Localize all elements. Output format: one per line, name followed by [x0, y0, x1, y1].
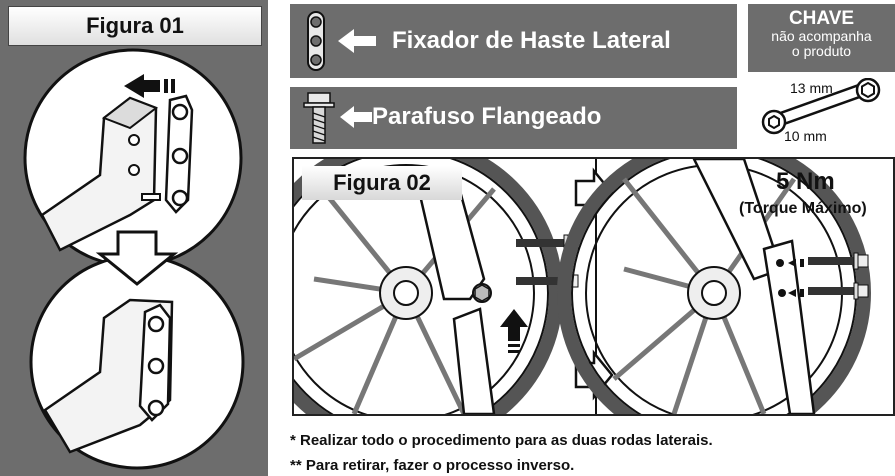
side-rod-bracket-icon	[307, 11, 376, 71]
note-both-wheels: * Realizar todo o procedimento para as d…	[290, 432, 713, 449]
part-label-flange-bolt: Parafuso Flangeado	[372, 103, 602, 130]
wrench-note-line1: não acompanha	[771, 28, 872, 44]
wheel-left	[294, 159, 563, 414]
figure-02-illustration	[294, 159, 871, 414]
wrench-title: CHAVE	[788, 8, 855, 29]
arrow-up-icon	[500, 309, 528, 353]
wrench-note-line2: o produto	[791, 43, 852, 59]
flange-bolt-3	[788, 252, 869, 270]
part-label-side-rod-bracket: Fixador de Haste Lateral	[392, 27, 671, 54]
bracket-right	[762, 239, 816, 414]
wrench-note-box: CHAVE não acompanha o produto	[748, 4, 895, 72]
arrow-left-icon	[124, 74, 175, 98]
figure-01-illustration	[23, 48, 245, 470]
wrench-size-10: 10 mm	[784, 128, 827, 144]
torque-label: (Torque Máximo)	[739, 200, 867, 217]
flange-bolt-icon	[303, 92, 372, 144]
figure-02-title: Figura 02	[302, 166, 462, 200]
note-removal: ** Para retirar, fazer o processo invers…	[290, 457, 575, 474]
flange-bolt-4	[788, 282, 869, 300]
wrench-size-13: 13 mm	[790, 80, 833, 96]
torque-value: 5 Nm	[776, 168, 835, 195]
arrow-down-icon	[95, 230, 179, 286]
frame-part-bottom	[43, 298, 174, 454]
bracket-left	[452, 307, 496, 414]
wrench-icon	[761, 78, 881, 135]
figure-01-title: Figura 01	[8, 6, 262, 46]
figure-02-frame	[292, 157, 895, 416]
